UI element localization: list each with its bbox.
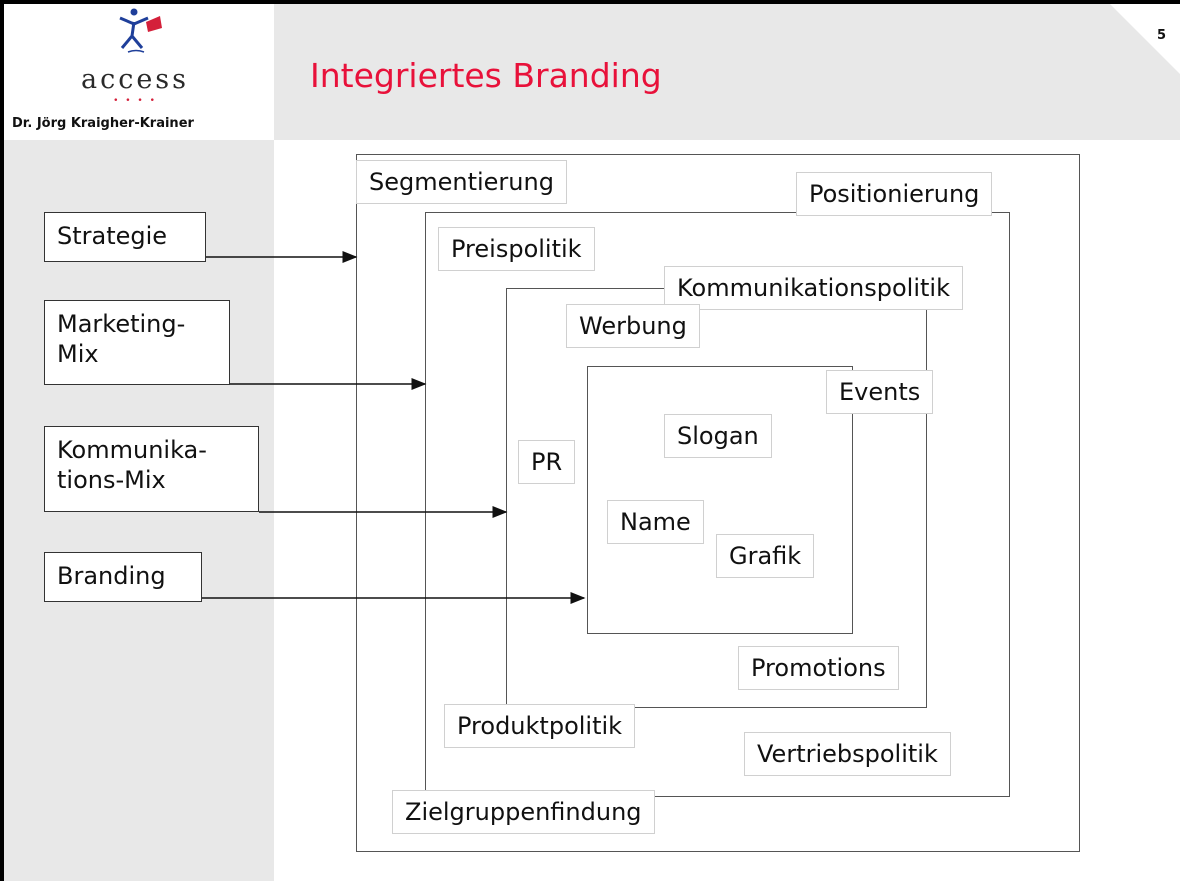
- page-number: 5: [1157, 28, 1167, 43]
- level-kommunikations-mix: Kommunika- tions-Mix: [44, 426, 259, 512]
- label-events: Events: [826, 370, 934, 414]
- level-strategie-label: Strategie: [57, 222, 168, 250]
- level-branding: Branding: [44, 552, 202, 602]
- label-positionierung: Positionierung: [796, 172, 993, 216]
- label-promotions: Promotions: [738, 646, 899, 690]
- branding-frame: [587, 366, 853, 634]
- label-produktpolitik: Produktpolitik: [444, 704, 636, 748]
- label-zielgruppenfindung: Zielgruppenfindung: [392, 790, 655, 834]
- label-kommunikationspolitik: Kommunikationspolitik: [664, 266, 963, 310]
- marketing-mix-frame: [425, 212, 1010, 797]
- level-marketing-mix-line2: Mix: [57, 340, 99, 368]
- logo-wordmark: access: [80, 64, 190, 95]
- label-preispolitik: Preispolitik: [438, 227, 595, 271]
- label-slogan: Slogan: [664, 414, 772, 458]
- label-pr: PR: [518, 440, 576, 484]
- level-kommunikations-mix-line1: Kommunika-: [57, 436, 207, 464]
- slide-title: Integriertes Branding: [310, 56, 662, 95]
- label-werbung: Werbung: [566, 304, 700, 348]
- level-marketing-mix-line1: Marketing-: [57, 310, 186, 338]
- level-branding-label: Branding: [57, 562, 166, 590]
- page-fold-corner: [1110, 4, 1180, 74]
- label-vertriebspolitik: Vertriebspolitik: [744, 732, 951, 776]
- logo: access • • • • Dr. Jörg Kraigher-Krainer: [4, 4, 274, 140]
- level-marketing-mix: Marketing- Mix: [44, 300, 230, 385]
- level-kommunikations-mix-line2: tions-Mix: [57, 466, 166, 494]
- strategie-frame: [356, 154, 1080, 852]
- logo-author: Dr. Jörg Kraigher-Krainer: [12, 116, 194, 131]
- access-logo-icon: [119, 8, 162, 53]
- label-segmentierung: Segmentierung: [356, 160, 567, 204]
- label-grafik: Grafik: [716, 534, 815, 578]
- level-strategie: Strategie: [44, 212, 206, 262]
- logo-dots: • • • •: [113, 96, 157, 106]
- connector-arrows: [202, 251, 586, 604]
- label-name: Name: [607, 500, 704, 544]
